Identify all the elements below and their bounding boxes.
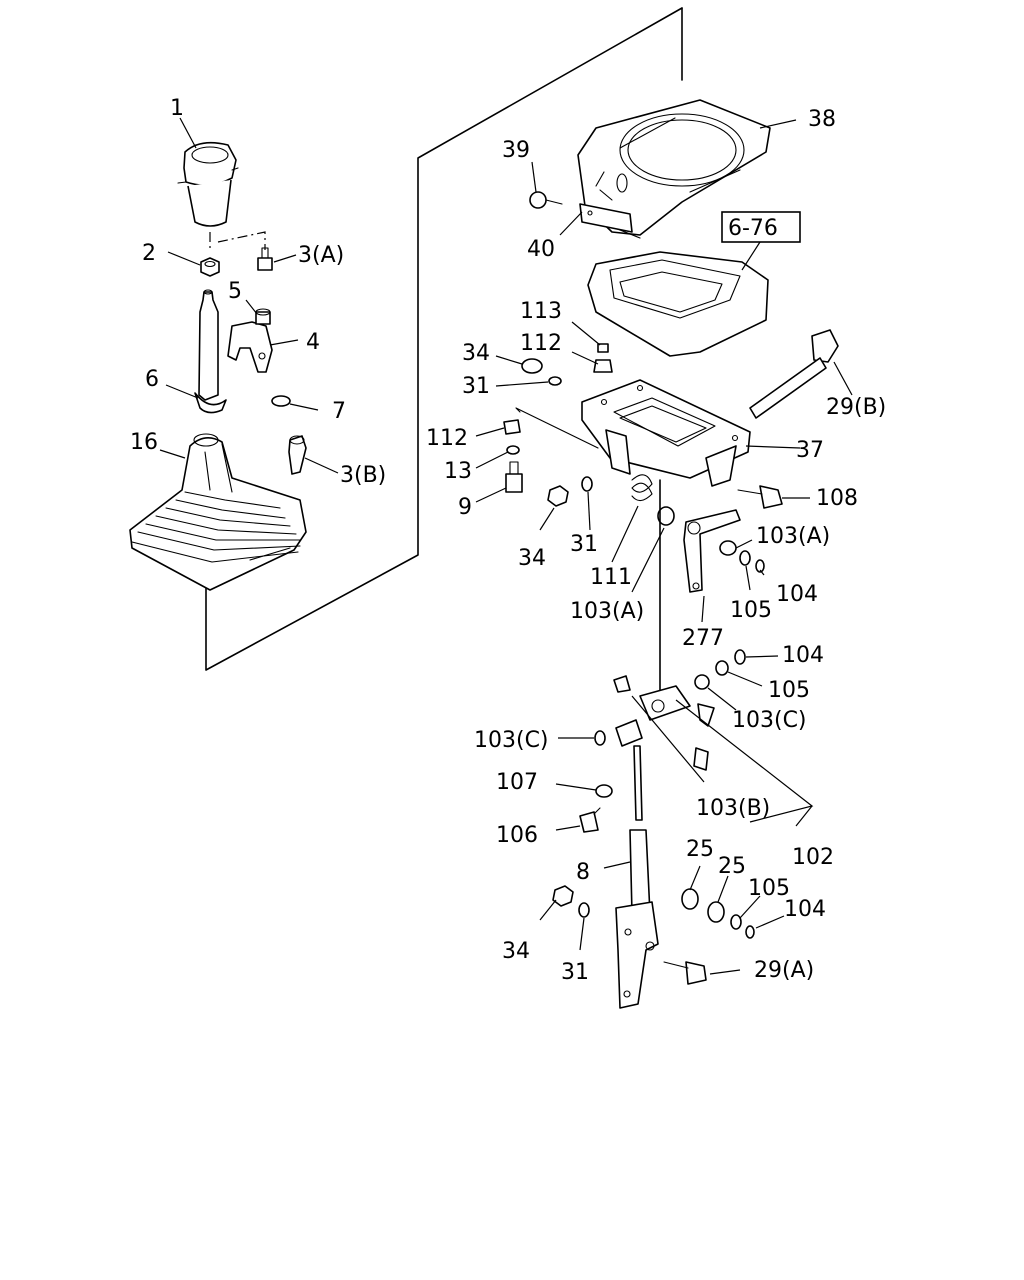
label-p103c1: 103(C) xyxy=(474,728,549,753)
label-p5: 5 xyxy=(228,279,242,304)
bolt-106 xyxy=(579,807,601,833)
bushing-103a xyxy=(657,506,675,526)
lever-277 xyxy=(683,509,765,593)
ball-joint-3b xyxy=(288,435,307,475)
label-p25b: 25 xyxy=(718,854,746,879)
label-p2: 2 xyxy=(142,241,156,266)
lever-line-37 xyxy=(515,407,599,449)
cover-38 xyxy=(577,99,771,239)
nut-34b xyxy=(547,485,569,507)
assembly-frame xyxy=(205,7,683,671)
label-p103a2: 103(A) xyxy=(570,599,644,624)
ref-box-6-76 xyxy=(721,211,801,243)
label-p34c: 34 xyxy=(502,939,530,964)
label-p103a1: 103(A) xyxy=(756,524,830,549)
label-ref: 6-76 xyxy=(728,216,778,241)
label-p38: 38 xyxy=(808,107,836,132)
shift-knob xyxy=(177,141,239,227)
oring-7 xyxy=(271,395,291,407)
washers-25 xyxy=(681,888,755,939)
link-102 xyxy=(594,675,715,771)
label-p6: 6 xyxy=(145,367,159,392)
small-parts-113-112 xyxy=(521,343,613,386)
label-p102: 102 xyxy=(792,845,834,870)
label-p40: 40 xyxy=(527,237,555,262)
nut-34c xyxy=(552,885,574,907)
label-p8: 8 xyxy=(576,860,590,885)
label-p1: 1 xyxy=(170,96,184,121)
lever-shaft-6 xyxy=(194,289,227,414)
base-plate-37 xyxy=(581,379,751,487)
bracket-4 xyxy=(227,308,273,373)
label-p31a: 31 xyxy=(462,374,490,399)
plate-40 xyxy=(579,203,633,233)
label-p16: 16 xyxy=(130,430,158,455)
label-p7: 7 xyxy=(332,399,346,424)
label-p107: 107 xyxy=(496,770,538,795)
label-p103b: 103(B) xyxy=(696,796,770,821)
label-p29a: 29(A) xyxy=(754,958,814,983)
label-p34b: 34 xyxy=(518,546,546,571)
label-p106: 106 xyxy=(496,823,538,848)
label-p13: 13 xyxy=(444,459,472,484)
leaders-left xyxy=(159,117,339,474)
label-p31c: 31 xyxy=(561,960,589,985)
boot-16 xyxy=(129,433,307,591)
rod-8 xyxy=(615,745,659,1009)
label-p104a: 104 xyxy=(776,582,818,607)
label-p39: 39 xyxy=(502,138,530,163)
washer-31c xyxy=(578,902,590,918)
label-p29b: 29(B) xyxy=(826,395,886,420)
bolt-3a xyxy=(257,247,273,271)
label-p3b: 3(B) xyxy=(340,463,386,488)
label-p34a: 34 xyxy=(462,341,490,366)
label-p104b: 104 xyxy=(782,643,824,668)
pin-29a xyxy=(663,961,707,985)
label-p105c: 105 xyxy=(748,876,790,901)
gasket xyxy=(587,251,769,357)
label-p105b: 105 xyxy=(768,678,810,703)
label-p31b: 31 xyxy=(570,532,598,557)
part-labels: 1 2 3(A) 5 4 6 7 3(B) 16 38 39 40 6-76 1… xyxy=(130,96,886,985)
label-p112a: 112 xyxy=(520,331,562,356)
label-p111: 111 xyxy=(590,565,632,590)
label-p4: 4 xyxy=(306,330,320,355)
nut-2 xyxy=(200,257,220,277)
label-p9: 9 xyxy=(458,495,472,520)
spring-111 xyxy=(631,474,653,502)
label-p113: 113 xyxy=(520,299,562,324)
leaders-right xyxy=(475,119,853,975)
washer-13 xyxy=(506,445,520,455)
label-p103c2: 103(C) xyxy=(732,708,807,733)
label-p108: 108 xyxy=(816,486,858,511)
label-p104c: 104 xyxy=(784,897,826,922)
pin-108 xyxy=(737,485,783,509)
label-p112b: 112 xyxy=(426,426,468,451)
nut-112b xyxy=(503,419,521,435)
screw-39 xyxy=(529,191,563,209)
washers-104-105b xyxy=(694,649,746,690)
label-p277: 277 xyxy=(682,626,724,651)
knob-dashline xyxy=(209,231,266,250)
label-p105a: 105 xyxy=(730,598,772,623)
bolt-9 xyxy=(505,461,523,493)
washer-31b xyxy=(581,476,593,492)
label-p25a: 25 xyxy=(686,837,714,862)
label-p3a: 3(A) xyxy=(298,243,344,268)
label-p37: 37 xyxy=(796,438,824,463)
bolt-29b xyxy=(749,329,839,419)
washer-107 xyxy=(595,784,613,798)
